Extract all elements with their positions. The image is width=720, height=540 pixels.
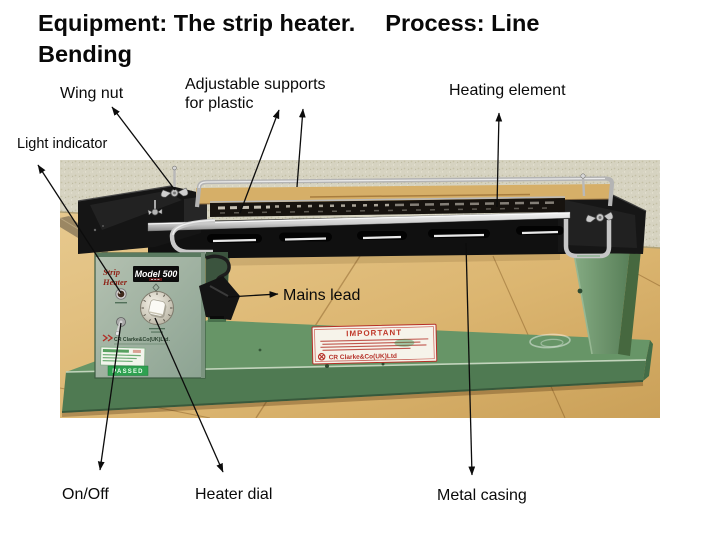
rear-support-rail	[194, 176, 615, 208]
test-sticker	[100, 346, 146, 367]
control-panel: Strip Heater Model 500	[94, 252, 206, 379]
label-mains-lead: Mains lead	[283, 287, 361, 304]
label-adjustable-supports: Adjustable supports for plastic	[185, 76, 326, 112]
title-process: Process: Line Bending	[38, 10, 540, 67]
label-heater-dial: Heater dial	[195, 486, 273, 503]
label-light-indicator: Light indicator	[17, 136, 108, 152]
label-wing-nut: Wing nut	[60, 85, 124, 102]
maker-label: CR Clarke&Co(UK)Ltd.	[114, 337, 170, 343]
dial-pointer-mark	[152, 283, 160, 292]
casing-slots	[207, 226, 564, 243]
passed-sticker: PASSED	[107, 365, 149, 376]
right-wing-nut-part	[580, 173, 614, 223]
label-on-off: On/Off	[62, 486, 109, 503]
right-leg	[572, 247, 641, 356]
brand-line2: Heater	[102, 277, 128, 287]
brand-line1: Strip	[103, 267, 120, 277]
label-heating-element: Heating element	[449, 82, 566, 99]
warning-label: IMPORTANT CR Clarke&Co(UK)Ltd	[311, 323, 438, 365]
warning-maker: CR Clarke&Co(UK)Ltd	[329, 353, 397, 362]
left-small-bolt	[147, 200, 163, 216]
heater-dial-knob	[140, 291, 174, 325]
label-metal-casing: Metal casing	[437, 487, 527, 504]
model-plate: Model 500	[133, 266, 179, 282]
model-label: Model 500	[135, 269, 178, 279]
title-equipment: Equipment: The strip heater.	[38, 10, 356, 36]
front-support-rail	[147, 211, 612, 259]
passed-label: PASSED	[112, 369, 143, 375]
mains-plug	[199, 254, 240, 320]
warning-heading: IMPORTANT	[346, 328, 402, 338]
slide-title: Equipment: The strip heater.Process: Lin…	[38, 8, 612, 70]
